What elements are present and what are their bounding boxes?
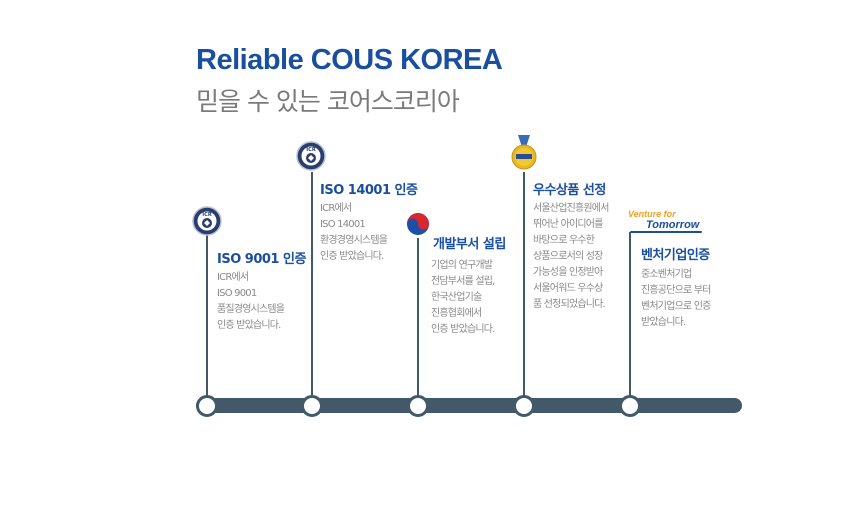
timeline-node <box>513 395 535 417</box>
timeline-node <box>301 395 323 417</box>
milestone-title: ISO 9001 인증 <box>217 252 306 267</box>
milestone-description: 기업의 연구개발 전담부서를 설립, 한국산업기술 진흥협회에서 인증 받았습니… <box>431 260 495 335</box>
milestone-description: ICR에서 ISO 14001 환경경영시스템을 인증 받았습니다. <box>320 203 388 262</box>
timeline-track <box>196 398 742 413</box>
timeline-connector <box>523 172 525 406</box>
milestone-description: ICR에서 ISO 9001 품질경영시스템을 인증 받았습니다. <box>217 272 285 331</box>
icr-seal-icon: ICR <box>192 206 222 236</box>
page-subtitle: 믿을 수 있는 코어스코리아 <box>196 87 460 116</box>
milestone-title: 벤처기업인증 <box>641 248 710 263</box>
venture-for-tomorrow-logo: Venture for Tomorrow <box>628 209 708 235</box>
timeline-node <box>619 395 641 417</box>
good-award-medal-icon <box>511 135 537 170</box>
timeline-node <box>407 395 429 417</box>
taegeuk-icon <box>407 213 429 235</box>
timeline-connector <box>311 172 313 406</box>
milestone-title: 개발부서 설립 <box>433 237 506 252</box>
svg-text:ICR: ICR <box>306 147 316 153</box>
svg-text:ICR: ICR <box>202 212 212 218</box>
timeline-connector <box>417 238 419 406</box>
timeline-node <box>196 395 218 417</box>
milestone-description: 서울산업진흥원에서 뛰어난 아이디어를 바탕으로 우수한 상품으로서의 성장 가… <box>533 203 609 310</box>
milestone-title: ISO 14001 인증 <box>320 183 418 198</box>
icr-seal-icon: ICR <box>296 141 326 171</box>
timeline-connector <box>206 228 208 406</box>
milestone-description: 중소벤처기업 진흥공단으로 부터 벤처기업으로 인증 받았습니다. <box>641 269 711 328</box>
milestone-title: 우수상품 선정 <box>533 183 606 198</box>
page-title: Reliable COUS KOREA <box>196 44 503 76</box>
timeline-connector <box>629 232 631 406</box>
